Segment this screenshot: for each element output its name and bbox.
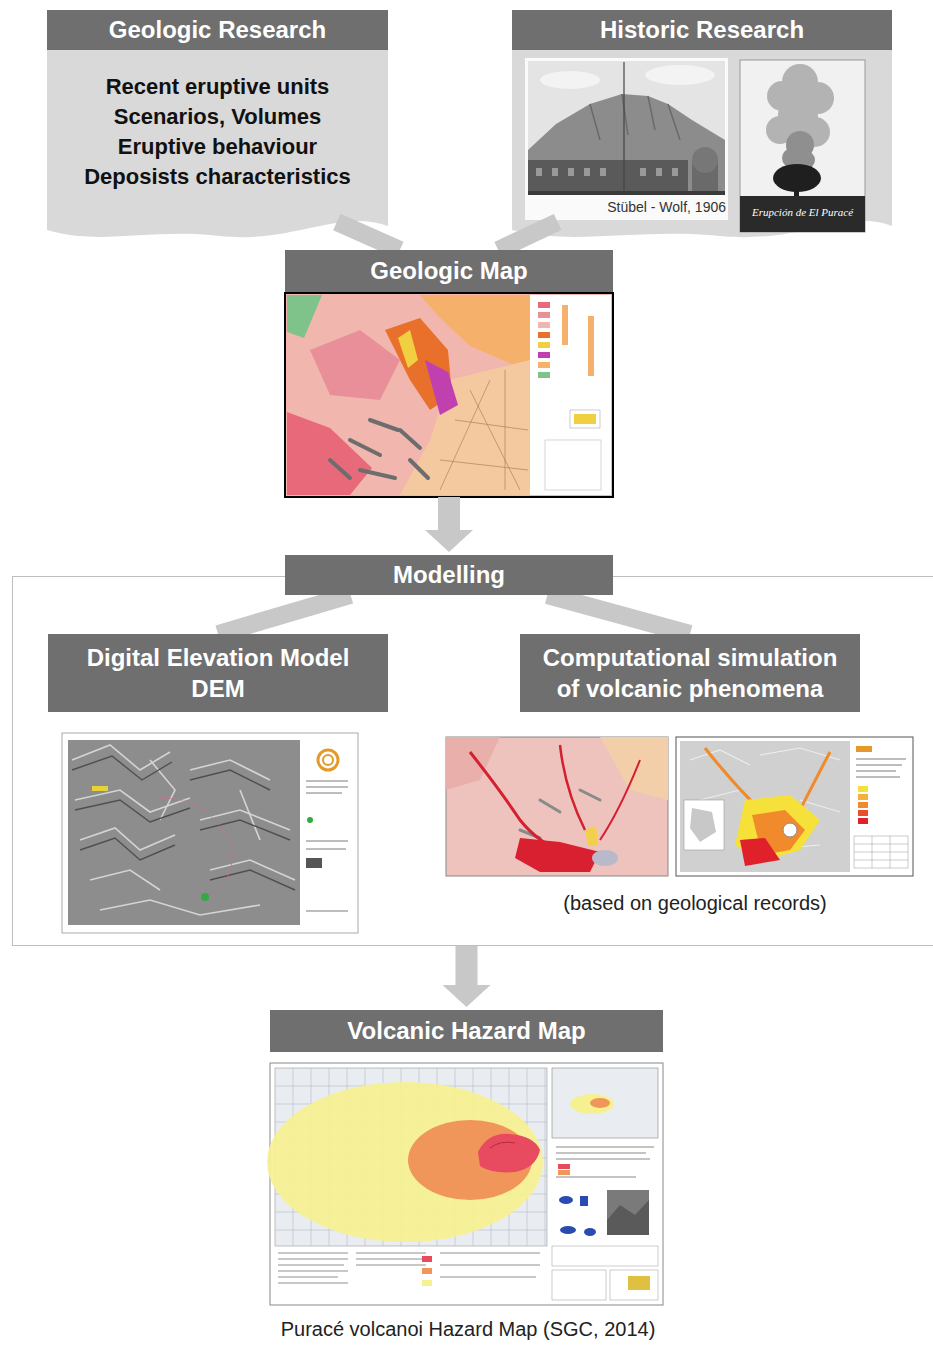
photo-inscription: Erupción de El Puracé bbox=[742, 206, 863, 218]
frame-heading: Modelling bbox=[285, 555, 613, 595]
panel-body-text: Recent eruptive units Scenarios, Volumes… bbox=[75, 72, 360, 192]
image-credit: Stübel - Wolf, 1906 bbox=[560, 199, 726, 215]
map-legend-swatches bbox=[538, 302, 601, 490]
flow-arrow bbox=[443, 946, 491, 1007]
modelling-frame: ModellingDigital Elevation Model DEMComp… bbox=[12, 576, 933, 946]
research-panel: Geologic ResearchRecent eruptive units S… bbox=[47, 10, 388, 222]
etching-illustration bbox=[525, 58, 728, 220]
hazard-map-illustration bbox=[267, 1063, 663, 1305]
note-text: (based on geological records) bbox=[545, 892, 845, 915]
model-box: Computational simulation of volcanic phe… bbox=[520, 634, 860, 712]
panel-heading: Geologic Research bbox=[47, 10, 388, 50]
figure-caption: Puracé volcanoi Hazard Map (SGC, 2014) bbox=[118, 1318, 818, 1341]
dem-illustration bbox=[62, 733, 358, 933]
panel-heading: Volcanic Hazard Map bbox=[270, 1010, 663, 1052]
box-heading: Computational simulation of volcanic phe… bbox=[520, 634, 860, 712]
research-panel-ground bbox=[47, 50, 892, 237]
wavy-panel bbox=[512, 50, 892, 237]
panel-heading: Geologic Map bbox=[285, 250, 613, 292]
flow-arrow bbox=[425, 497, 473, 552]
research-panel: Historic Research bbox=[512, 10, 892, 222]
simulation-map-illustration bbox=[676, 737, 913, 876]
model-box: Digital Elevation Model DEM bbox=[48, 634, 388, 712]
panel-heading: Historic Research bbox=[512, 10, 892, 50]
map-panel: Geologic Map bbox=[285, 250, 613, 497]
wavy-panel bbox=[47, 50, 388, 237]
eruption-photo bbox=[740, 60, 865, 232]
hazard-map-panel: Volcanic Hazard Map bbox=[270, 1010, 663, 1305]
box-heading: Digital Elevation Model DEM bbox=[48, 634, 388, 712]
simulation-illustration bbox=[446, 737, 668, 876]
geologic-map-illustration bbox=[285, 293, 613, 497]
